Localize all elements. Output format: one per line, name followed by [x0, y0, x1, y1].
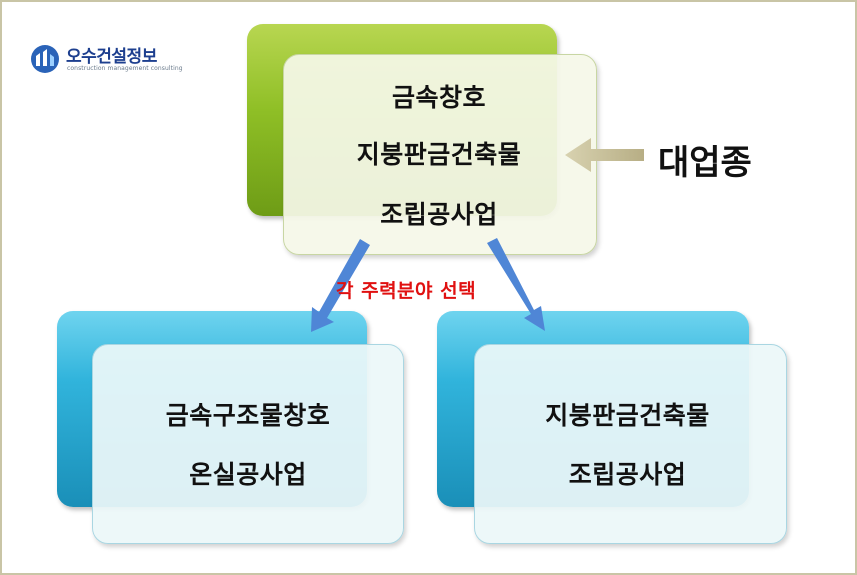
down-right-arrow-icon [487, 238, 545, 331]
left-box-line-2: 온실공사업 [189, 460, 307, 489]
top-box-line-3: 조립공사업 [380, 200, 498, 229]
top-box-line-1: 금속창호 [391, 83, 486, 112]
connector-label: 각 주력분야 선택 [336, 280, 477, 302]
top-box-line-2: 지붕판금건축물 [356, 140, 522, 169]
left-box-line-1: 금속구조물창호 [165, 401, 331, 430]
logo-title: 오수건설정보 [66, 47, 157, 67]
logo-subtitle: construction management consulting [67, 65, 183, 72]
down-left-arrow-icon [311, 239, 370, 332]
right-box [474, 344, 787, 544]
right-box-line-1: 지붕판금건축물 [545, 401, 710, 430]
company-logo: 오수건설정보 construction management consultin… [30, 42, 183, 78]
logo-mark-icon [31, 45, 59, 73]
major-category-label: 대업종 [658, 143, 752, 183]
left-box [92, 344, 404, 544]
top-box [283, 54, 597, 255]
right-box-line-2: 조립공사업 [568, 460, 687, 489]
left-pointing-arrow-icon [565, 138, 644, 172]
